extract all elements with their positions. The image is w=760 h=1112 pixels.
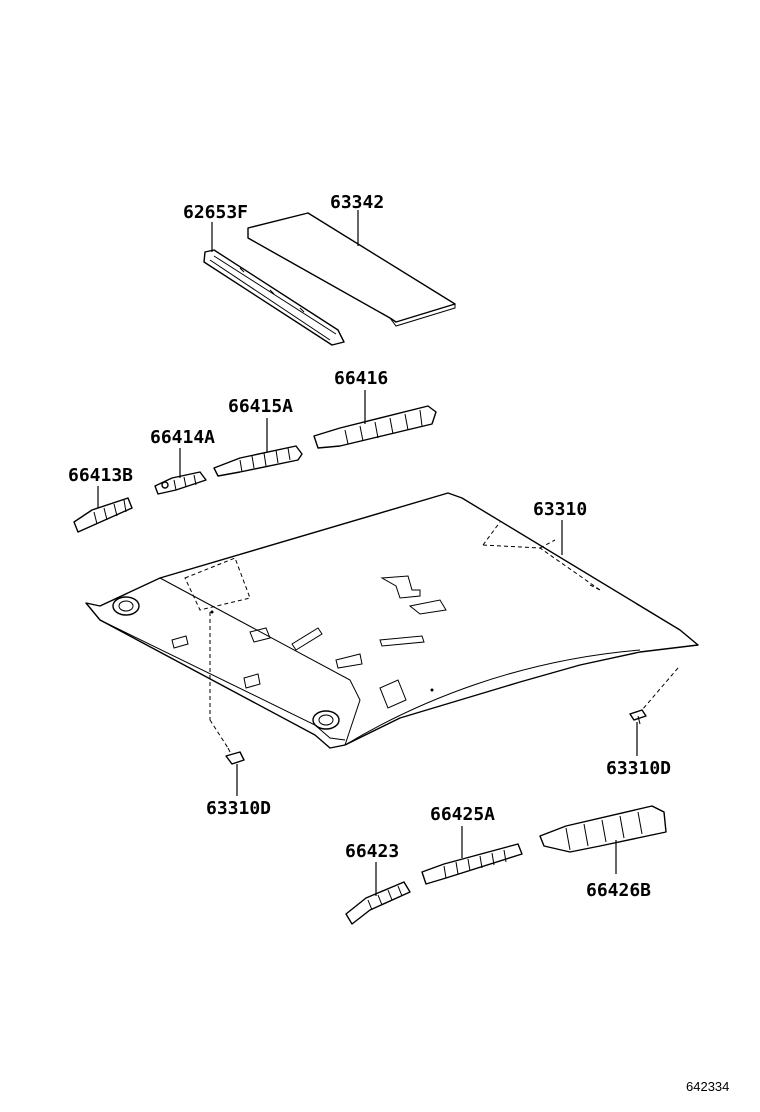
part-66425A-cover[interactable]: [421, 843, 523, 885]
label-63342: 63342: [330, 192, 384, 213]
label-66423: 66423: [345, 841, 399, 862]
part-66423-cover[interactable]: [345, 881, 411, 925]
part-66416-cover[interactable]: [313, 405, 437, 449]
label-66415A: 66415A: [228, 396, 293, 417]
reference-number: 642334: [686, 1079, 729, 1094]
part-66414A-cover[interactable]: [154, 471, 207, 495]
label-66426B: 66426B: [586, 880, 651, 901]
part-63342-panel[interactable]: [247, 212, 456, 327]
dash-line-63310D-left-b: [209, 719, 229, 749]
label-66425A: 66425A: [430, 804, 495, 825]
label-63310D-right: 63310D: [606, 758, 671, 779]
label-66414A: 66414A: [150, 427, 215, 448]
label-62653F: 62653F: [183, 202, 248, 223]
part-62653F-rail[interactable]: [203, 249, 345, 346]
part-66413B-cover[interactable]: [73, 497, 133, 533]
part-63310D-right-clip[interactable]: [629, 709, 647, 725]
label-63310: 63310: [533, 499, 587, 520]
part-66415A-cover[interactable]: [213, 445, 303, 477]
part-66426B-cover[interactable]: [539, 805, 667, 853]
dash-line-63310D-right: [641, 667, 679, 711]
label-63310D-left: 63310D: [206, 798, 271, 819]
part-63310D-left-clip[interactable]: [225, 747, 245, 765]
label-66416: 66416: [334, 368, 388, 389]
label-66413B: 66413B: [68, 465, 133, 486]
part-63310-headliner[interactable]: [85, 492, 699, 749]
